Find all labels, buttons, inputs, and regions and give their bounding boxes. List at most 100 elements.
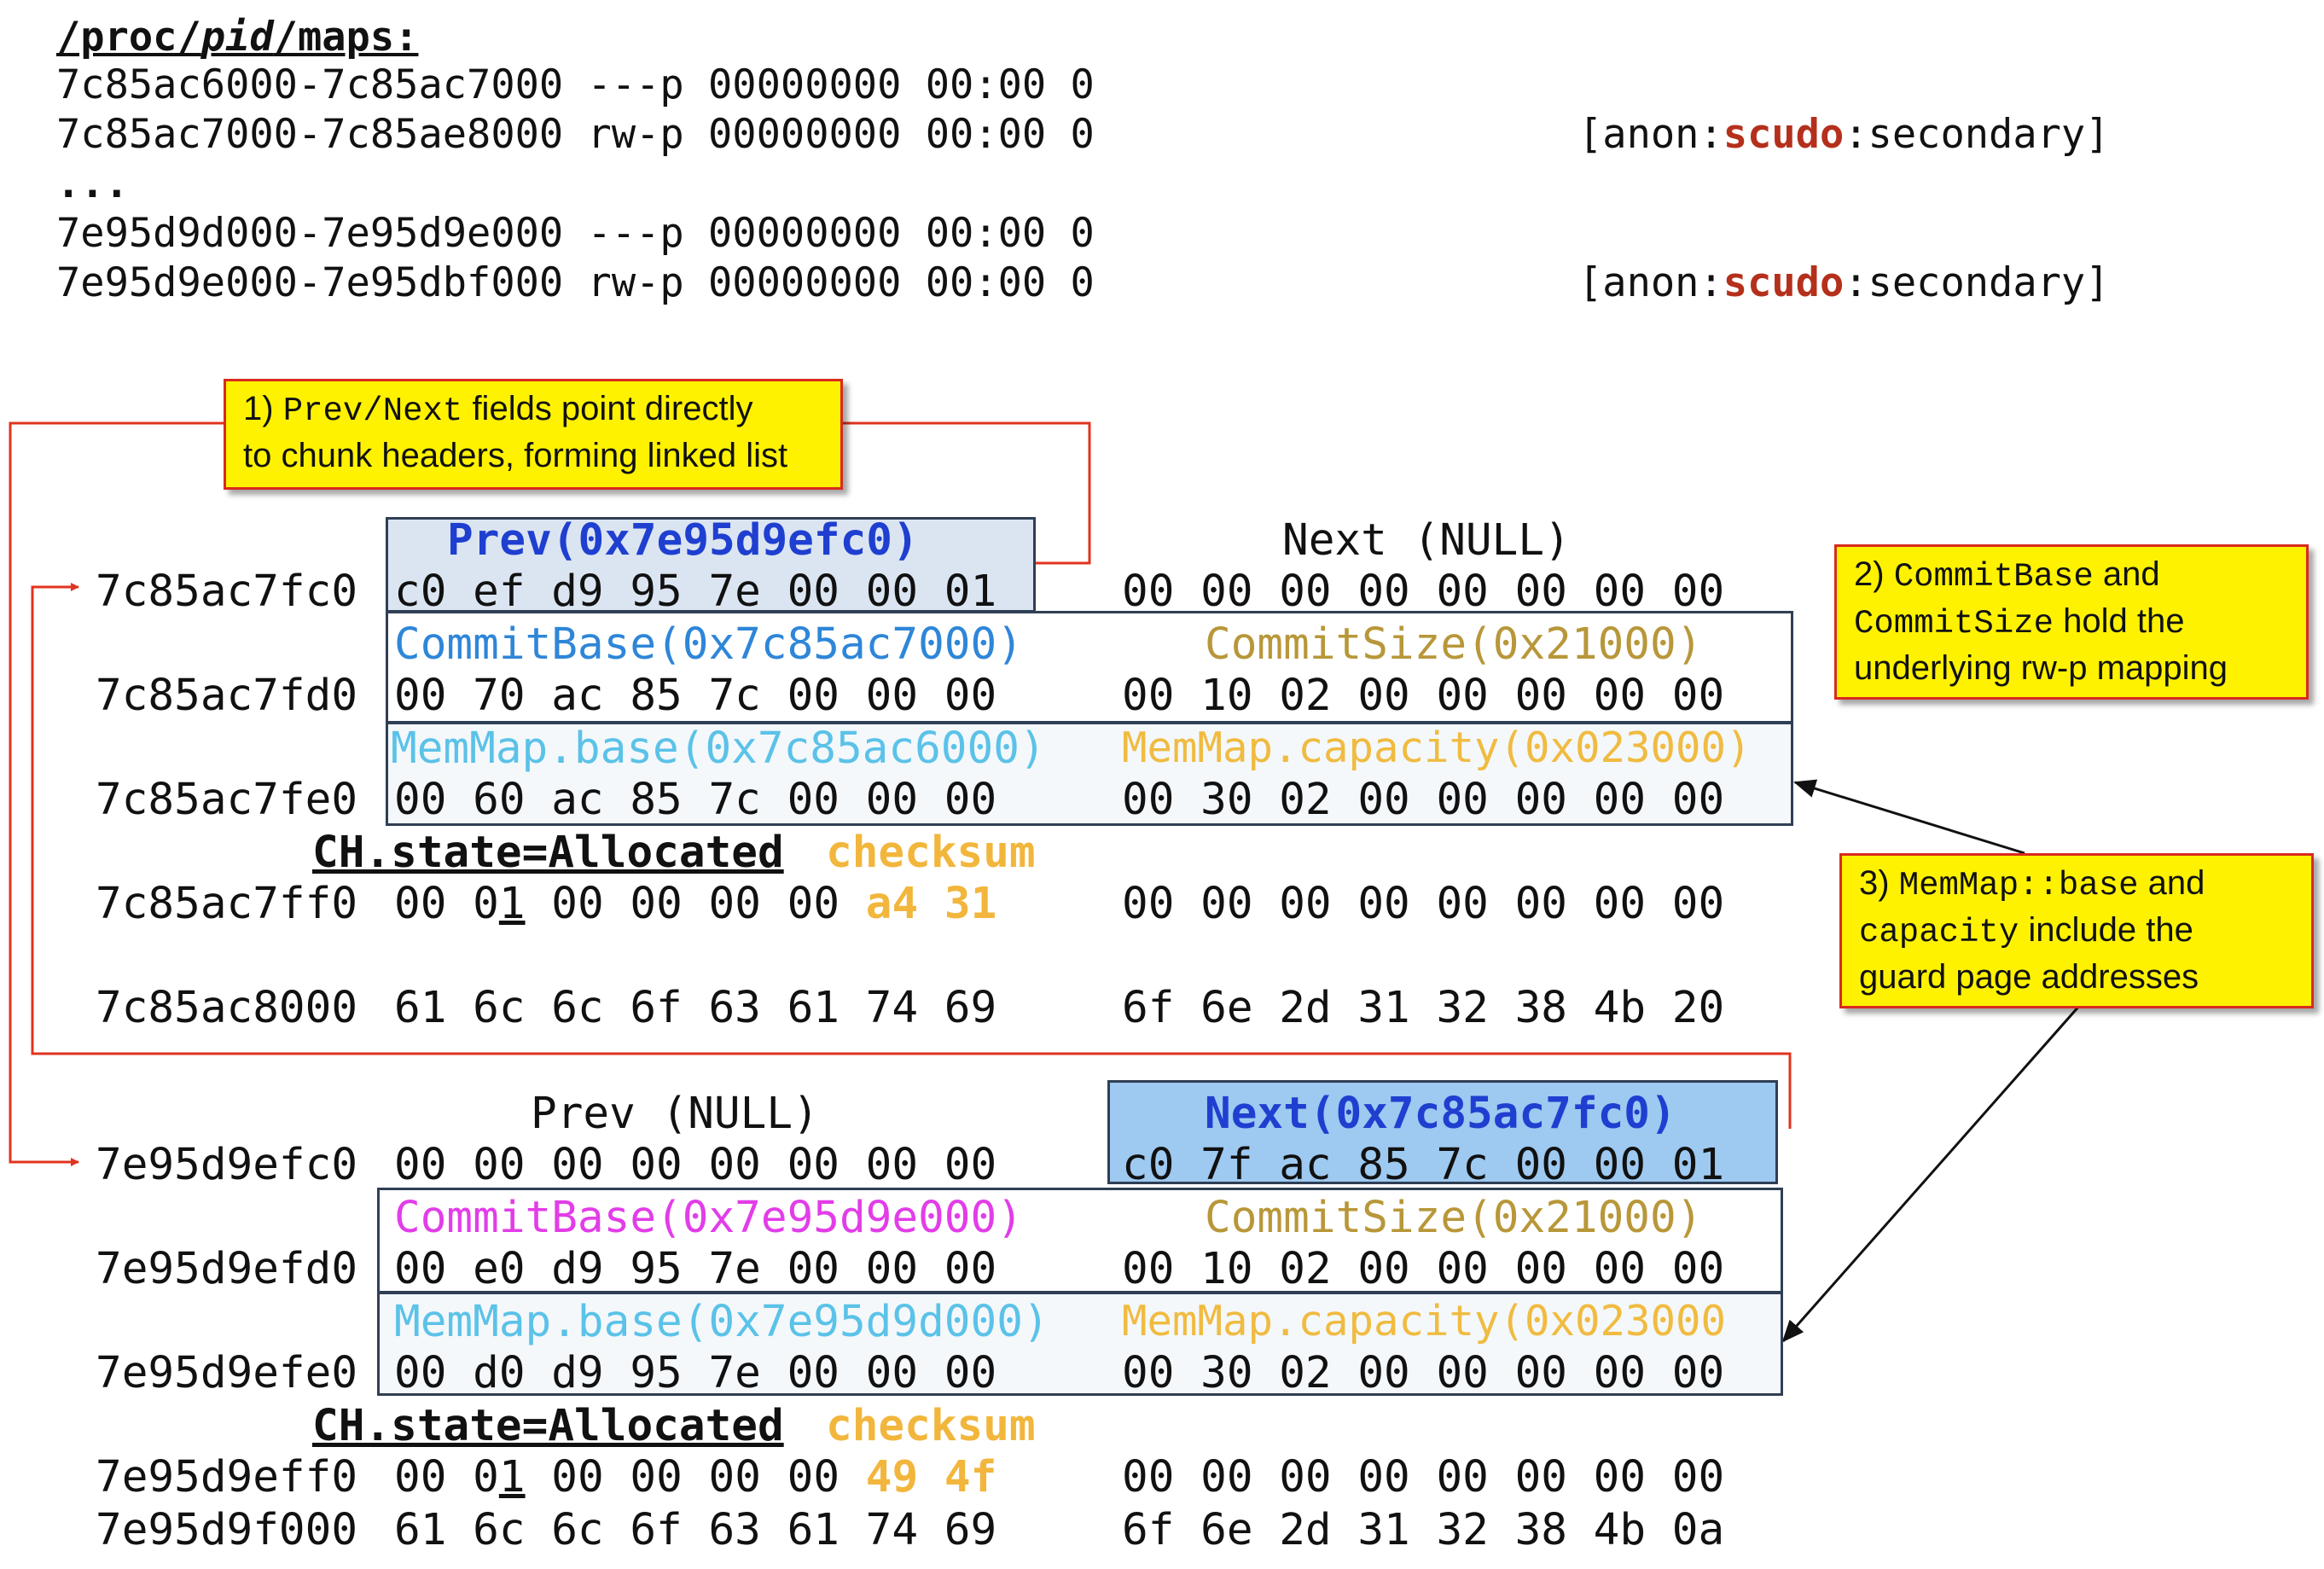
- byte: 0: [473, 879, 499, 929]
- note2-code2: CommitSize: [1854, 605, 2054, 642]
- link-note1-to-prev-box: [843, 421, 1091, 565]
- note-commit-fields: 2) CommitBase and CommitSize hold the un…: [1834, 544, 2309, 700]
- maps-line-4: 7e95d9d000-7e95d9e000 ---p 00000000 00:0…: [56, 213, 1095, 253]
- maps-perms: rw-p: [587, 259, 684, 306]
- chunk1-row-addr: 7c85ac7ff0: [96, 879, 358, 929]
- chunk1-state-label: CH.state=Allocated: [312, 828, 784, 878]
- maps-offset: 00000000: [708, 61, 902, 108]
- bytes: 00 00 00 00: [551, 1452, 840, 1502]
- chunk1-row-addr: 7c85ac8000: [96, 983, 358, 1033]
- chunk2-row-right: 00 00 00 00 00 00 00 00: [1122, 1452, 1725, 1502]
- chunk1-row-left: 00 70 ac 85 7c 00 00 00: [394, 671, 997, 721]
- chunk1-prev-label: Prev(0x7e95d9efc0): [447, 515, 919, 566]
- note2-and: and: [2093, 555, 2160, 593]
- maps-offset: 00000000: [708, 111, 902, 158]
- chunk2-row-right: 6f 6e 2d 31 32 38 4b 0a: [1122, 1505, 1725, 1555]
- byte: 00: [394, 1452, 447, 1502]
- maps-offset: 00000000: [708, 210, 902, 257]
- chunk2-prev-label: Prev (NULL): [531, 1089, 819, 1139]
- chunk2-next-label: Next(0x7c85ac7fc0): [1205, 1089, 1676, 1139]
- note2-code1: CommitBase: [1893, 558, 2094, 596]
- note3-line2: capacity include the: [1859, 908, 2294, 955]
- maps-perms: rw-p: [587, 111, 684, 158]
- chunk2-next-box: [1107, 1080, 1778, 1184]
- maps-range: 7c85ac6000-7c85ac7000: [56, 61, 564, 108]
- arrow-note3-to-chunk1-memmap: [1793, 779, 2025, 855]
- maps-line-5: 7e95d9e000-7e95dbf000 rw-p 00000000 00:0…: [56, 263, 1095, 303]
- maps-perms: ---p: [587, 210, 684, 257]
- maps-tag-scudo: scudo: [1723, 259, 1845, 306]
- bytes: 00 00 00 00: [551, 879, 840, 929]
- maps-heading-suffix: /maps:: [273, 14, 419, 61]
- note2-num: 2): [1854, 555, 1894, 593]
- chunk1-row-right: 00 10 02 00 00 00 00 00: [1122, 671, 1725, 721]
- note2-line2: CommitSize hold the: [1854, 599, 2289, 646]
- note2-line3: underlying rw-p mapping: [1854, 649, 2228, 687]
- link-arrow-to-chunk1: [31, 583, 1792, 1129]
- chunk1-row-addr: 7c85ac7fc0: [96, 567, 358, 617]
- chunk2-memmap-box: [377, 1292, 1783, 1396]
- arrow-note3-to-chunk2-memmap: [1781, 1004, 2082, 1343]
- chunk2-row-addr: 7e95d9efe0: [96, 1348, 358, 1398]
- maps-heading: /proc/pid/maps:: [56, 17, 418, 57]
- chunk2-memmap-cap-label: MemMap.capacity(0x023000: [1122, 1297, 1727, 1345]
- chunk1-row-right: 00 00 00 00 00 00 00 00: [1122, 567, 1725, 617]
- chunk1-memmap-base-label: MemMap.base(0x7c85ac6000): [391, 723, 1046, 774]
- maps-perms: ---p: [587, 61, 684, 108]
- maps-inode: 0: [1070, 259, 1095, 306]
- chunk2-row-addr: 7e95d9f000: [96, 1505, 358, 1555]
- chunk2-commitsize-label: CommitSize(0x21000): [1205, 1193, 1703, 1243]
- maps-tag-1: [anon:scudo:secondary]: [1578, 114, 2110, 154]
- chunk1-prev-box: [386, 517, 1036, 613]
- chunk2-state-label: CH.state=Allocated: [312, 1401, 784, 1451]
- chunk2-row-left: 61 6c 6c 6f 63 61 74 69: [394, 1505, 997, 1555]
- chunk2-commit-box: [377, 1188, 1783, 1293]
- note2-line1: 2) CommitBase and: [1854, 552, 2289, 599]
- note3-num: 3): [1859, 864, 1899, 902]
- chunk2-row-left: 00 00 00 00 00 00 00 00: [394, 1140, 997, 1190]
- chunk1-commitsize-label: CommitSize(0x21000): [1205, 619, 1703, 670]
- chunk2-state-bytes: 00 01 00 00 00 00 49 4f: [394, 1456, 996, 1499]
- chunk1-row-left: c0 ef d9 95 7e 00 00 01: [394, 567, 997, 617]
- chunk1-row-addr: 7c85ac7fe0: [96, 775, 358, 825]
- maps-tag-suffix: :secondary]: [1844, 259, 2110, 306]
- note1-num: 1): [243, 390, 283, 427]
- byte: 0: [473, 1452, 499, 1502]
- note1-code: Prev/Next: [282, 392, 463, 430]
- maps-range: 7c85ac7000-7c85ae8000: [56, 111, 564, 158]
- note-linked-list: 1) Prev/Next fields point directly to ch…: [224, 379, 843, 490]
- maps-inode: 0: [1070, 111, 1095, 158]
- note-memmap-guard: 3) MemMap::base and capacity include the…: [1839, 853, 2314, 1008]
- maps-inode: 0: [1070, 210, 1095, 257]
- chunk2-row-left: 00 e0 d9 95 7e 00 00 00: [394, 1244, 997, 1294]
- chunk2-memmap-base-label: MemMap.base(0x7e95d9d000): [394, 1297, 1049, 1347]
- maps-inode: 0: [1070, 61, 1095, 108]
- note1-text: fields point directly: [462, 390, 753, 427]
- maps-dev: 00:00: [925, 210, 1047, 257]
- note3-line3: guard page addresses: [1859, 958, 2199, 996]
- maps-heading-pid: pid: [200, 14, 274, 61]
- note3-code2: capacity: [1859, 914, 2019, 951]
- chunk2-row-right: 00 30 02 00 00 00 00 00: [1122, 1348, 1725, 1398]
- maps-offset: 00000000: [708, 259, 902, 306]
- maps-tag-2: [anon:scudo:secondary]: [1578, 263, 2110, 303]
- checksum-bytes: 49 4f: [865, 1452, 997, 1502]
- note3-line1: 3) MemMap::base and: [1859, 861, 2294, 908]
- state-byte: 1: [498, 1452, 526, 1502]
- maps-ellipsis: ...: [56, 160, 129, 207]
- note3-and: and: [2138, 864, 2205, 902]
- chunk1-state-bytes: 00 01 00 00 00 00 a4 31: [394, 882, 996, 926]
- chunk2-checksum-label: checksum: [826, 1401, 1036, 1451]
- chunk2-row-left: 00 d0 d9 95 7e 00 00 00: [394, 1348, 997, 1398]
- checksum-bytes: a4 31: [865, 879, 997, 929]
- note3-text: include the: [2019, 911, 2193, 949]
- chunk1-row-right: 6f 6e 2d 31 32 38 4b 20: [1122, 983, 1725, 1033]
- chunk2-row-addr: 7e95d9eff0: [96, 1452, 358, 1502]
- chunk2-row-addr: 7e95d9efd0: [96, 1244, 358, 1294]
- note2-text: hold the: [2054, 602, 2185, 640]
- chunk1-row-left: 61 6c 6c 6f 63 61 74 69: [394, 983, 997, 1033]
- maps-range: 7e95d9d000-7e95d9e000: [56, 210, 564, 257]
- note1-line1: 1) Prev/Next fields point directly: [243, 386, 823, 433]
- chunk1-row-left: 00 60 ac 85 7c 00 00 00: [394, 775, 997, 825]
- maps-dev: 00:00: [925, 61, 1047, 108]
